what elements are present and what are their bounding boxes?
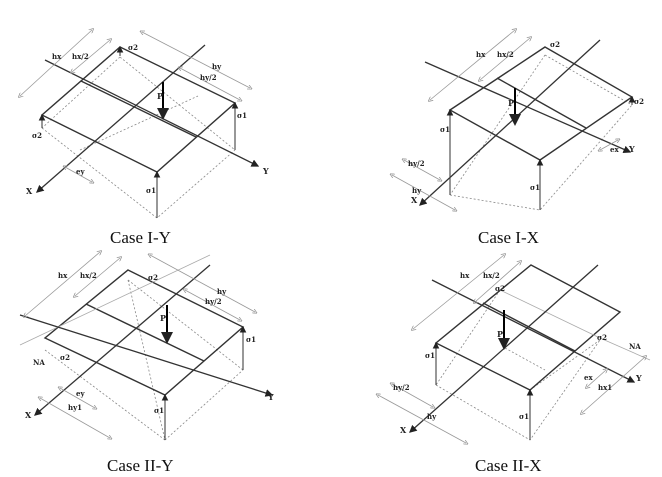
sigma1-label: σ1 — [237, 111, 247, 120]
sigma2-label: σ2 — [634, 97, 644, 106]
hx-label: hx — [52, 52, 62, 61]
hx-half-label: hx/2 — [80, 271, 97, 280]
hx1-label: hx1 — [598, 383, 612, 392]
load-label: P — [160, 313, 166, 323]
x-axis-label: X — [25, 410, 32, 420]
panel-case-ii-x: hx hx/2 hy/2 hy σ2 σ2 σ1 σ1 ex hx1 NA P … — [378, 255, 651, 475]
panel-case-i-x: hx hx/2 hy/2 hy σ2 σ2 σ1 σ1 ex P X Y Cas… — [392, 30, 644, 247]
sigma2-label: σ2 — [550, 40, 560, 49]
caption: Case II-Y — [107, 456, 174, 475]
sigma1-label: σ1 — [440, 125, 450, 134]
hx-label: hx — [476, 50, 486, 59]
hy-label: hy — [212, 62, 222, 71]
hy-label: hy — [427, 412, 437, 421]
eccentricity-label: ex — [584, 373, 593, 382]
y-axis-label: Y — [635, 373, 642, 383]
neutral-axis — [19, 254, 211, 346]
neutral-axis-label: NA — [629, 342, 641, 351]
eccentricity-label: ey — [76, 389, 85, 398]
x-axis — [419, 39, 601, 206]
sigma2-label: σ2 — [148, 273, 158, 282]
x-axis-label: X — [400, 425, 407, 435]
hy-half-label: hy/2 — [393, 383, 410, 392]
eccentricity-label: ex — [610, 145, 619, 154]
hy-half-label: hy/2 — [200, 73, 217, 82]
y-axis-label: Y — [262, 166, 269, 176]
x-axis-label: X — [411, 195, 418, 205]
hy-label: hy — [217, 287, 227, 296]
load-label: P — [157, 91, 163, 101]
sigma2-label: σ2 — [495, 284, 505, 293]
sigma2-label: σ2 — [128, 43, 138, 52]
load-label: P — [508, 98, 514, 108]
panel-case-i-y: hx hx/2 hy hy/2 σ2 σ2 σ1 σ1 ey P X Y Cas… — [20, 30, 269, 247]
load-label: P — [497, 329, 503, 339]
hx-half-label: hx/2 — [497, 50, 514, 59]
sigma1-label: σ1 — [154, 406, 164, 415]
sigma2-label: σ2 — [597, 333, 607, 342]
x-axis-label: X — [26, 186, 33, 196]
y-axis-label: Y — [628, 144, 635, 154]
caption: Case II-X — [475, 456, 542, 475]
sigma1-label: σ1 — [146, 186, 156, 195]
hy1-label: hy1 — [68, 403, 82, 412]
eccentricity-label: ey — [76, 167, 85, 176]
sigma1-label: σ1 — [530, 183, 540, 192]
panel-case-ii-y: hx hx/2 hy hy/2 σ2 σ2 σ1 σ1 ey hy1 NA P … — [19, 252, 274, 475]
neutral-axis — [499, 289, 601, 339]
hy-half-label: hy/2 — [205, 297, 222, 306]
neutral-axis-label: NA — [33, 358, 45, 367]
hx-label: hx — [58, 271, 68, 280]
caption: Case I-X — [478, 228, 539, 247]
hy-half-label: hy/2 — [408, 159, 425, 168]
sigma1-label: σ1 — [519, 412, 529, 421]
sigma2-label: σ2 — [60, 353, 70, 362]
y-axis — [19, 314, 274, 397]
hx-label: hx — [460, 271, 470, 280]
x-axis — [34, 264, 211, 416]
y-axis-label: Y — [267, 392, 274, 402]
y-axis — [431, 279, 636, 383]
caption: Case I-Y — [110, 228, 171, 247]
hy-label: hy — [412, 186, 422, 195]
sigma1-label: σ1 — [425, 351, 435, 360]
hx-half-label: hx/2 — [72, 52, 89, 61]
hx-half-label: hx/2 — [483, 271, 500, 280]
sigma2-label: σ2 — [32, 131, 42, 140]
sigma1-label: σ1 — [246, 335, 256, 344]
x-axis — [36, 44, 206, 193]
